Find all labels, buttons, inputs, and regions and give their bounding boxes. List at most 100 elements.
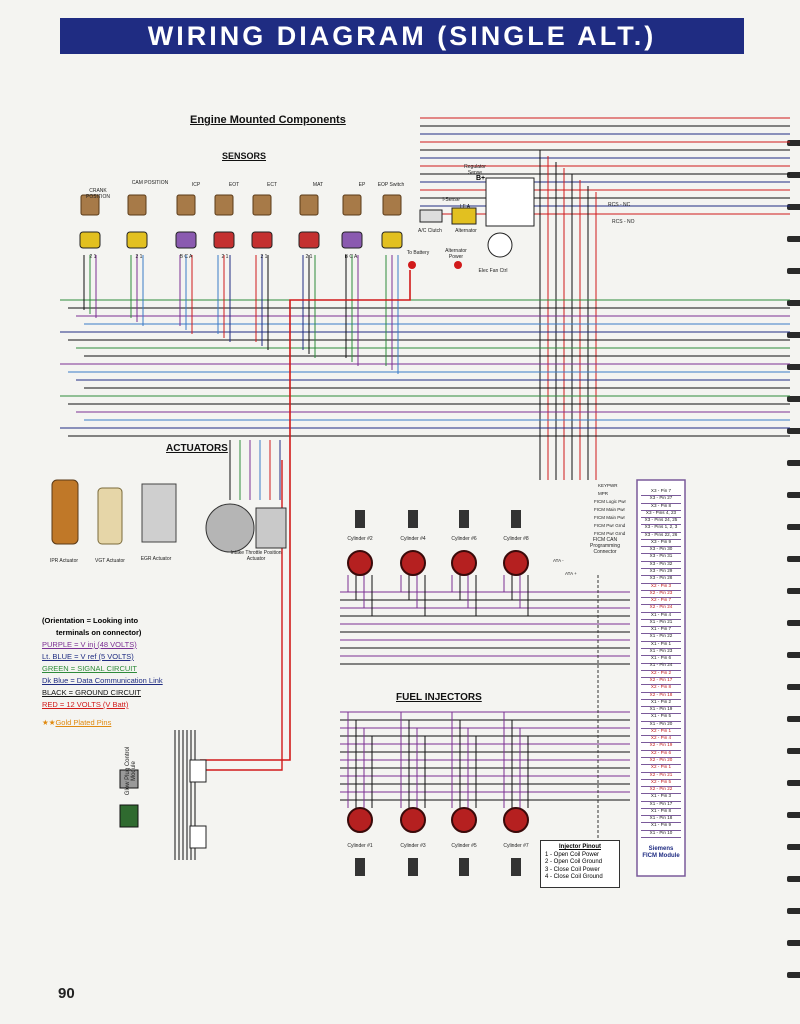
ficm-pin-row: X1 - Pin 22 [641,632,681,642]
sensor-label-crank: CRANK POSITION [86,188,110,200]
glow-plug-connector [189,825,207,849]
glow-plug-module-bracket [119,769,139,789]
ficm-pin-row: X2 - Pin 2 [641,669,681,679]
ficm-pin-row: X3 - Pin 29 [641,567,681,577]
legend-green: GREEN = SIGNAL CIRCUIT [42,664,137,673]
binder-ring [787,524,800,530]
ficm-pin-row: X1 - Pin 9 [641,821,681,831]
ficm-pin-row: X2 - Pin 6 [641,749,681,759]
sensor-body [299,194,319,216]
ficm-pin-row: X1 - Pin 3 [641,792,681,802]
feed-label-pwr-grnd-1: FICM Pwr Grnd [594,523,626,528]
injector-plug [459,510,469,528]
sensor-label-eot: EOT [228,182,240,188]
ficm-pin-row: X3 - Pin 31 [641,552,681,562]
sensor-pins-cam: 2 1 [135,254,143,260]
egr-actuator [141,483,177,543]
sensor-body [382,194,402,216]
sensor-label-ep: EP [358,182,366,188]
ficm-pin-row: X2 - Pin 17 [641,676,681,686]
injector-connector-bottom [347,807,373,833]
binder-ring [787,172,800,178]
binder-ring [787,652,800,658]
ficm-pin-row: X3 - Pins 1, 2, 3 [641,523,681,533]
alternator-power-label: Alternator Power [445,248,467,260]
binder-ring [787,140,800,146]
sensor-body [214,194,234,216]
page-title: WIRING DIAGRAM (SINGLE ALT.) [147,21,657,51]
elec-fan-icon [487,232,513,258]
ficm-can-label: FICM CAN Programming Connector [589,537,620,555]
throttle-actuator [205,503,255,553]
sensor-label-mat: MAT [312,182,324,188]
cylinder-label-7: Cylinder #7 [503,843,529,849]
sensor-label-cam: CAM POSITION [131,180,169,186]
sensor-pins-ect: 2 1 [260,254,268,260]
to-battery-label: To Battery [406,250,430,256]
injector-connector-top [400,550,426,576]
injector-connector-top [347,550,373,576]
ficm-pin-row: X3 - Pin 27 [641,494,681,504]
ata-plus-label: ATA + [565,571,577,576]
sensor-pins-ep: B C A [344,254,358,260]
sensor-pins-crank: 2 1 [89,254,97,260]
injector-connector-bottom [451,807,477,833]
regulator-module [485,177,535,227]
cylinder-label-3: Cylinder #3 [400,843,426,849]
sensor-body [252,194,272,216]
actuators-heading: ACTUATORS [166,443,228,454]
page-number: 90 [58,985,75,1002]
sensor-connector [251,231,273,249]
sensors-heading: SENSORS [222,151,267,161]
ficm-pin-row: X2 - Pin 21 [641,771,681,780]
injector-connector-bottom [400,807,426,833]
ac-clutch-icon [419,209,443,223]
b-plus-label: B+ [476,175,486,182]
injector-pinout-box: Injector Pinout 1 - Open Coil Power 2 - … [540,840,620,888]
binder-ring [787,620,800,626]
ficm-pin-row: X1 - Pin 17 [641,800,681,809]
sensor-connector [126,231,148,249]
injector-connector-bottom [503,807,529,833]
ficm-pin-row: X3 - Pins 22, 26 [641,531,681,540]
binder-ring [787,428,800,434]
throttle-housing [255,507,287,549]
sensor-label-ect: ECT [267,182,277,188]
cylinder-label-6: Cylinder #6 [451,536,477,542]
ficm-pin-row: X1 - Pin 21 [641,618,681,628]
binder-ring [787,268,800,274]
ficm-pin-row: X3 - Pin 32 [641,560,681,569]
binder-ring [787,940,800,946]
ficm-pin-row: X1 - Pin 24 [641,661,681,671]
alternator-connector [451,207,477,225]
ficm-pin-row: X1 - Pin 18 [641,814,681,824]
cylinder-label-4: Cylinder #4 [400,536,426,542]
ficm-pin-row: X1 - Pin 4 [641,611,681,620]
gold-star-icon: ★★ [42,718,56,727]
binder-ring [787,300,800,306]
ficm-pin-row: X2 - Pin 24 [641,603,681,613]
ficm-pin-row: X1 - Pin 23 [641,647,681,657]
ficm-pin-row: X2 - Pin 20 [641,756,681,766]
ac-clutch-label: A/C Clutch [418,228,442,234]
binder-ring [787,780,800,786]
ficm-pin-row: X1 - Pin 6 [641,654,681,664]
ficm-pin-row: X3 - Pins 4, 23 [641,509,681,519]
title-bar [60,18,744,54]
ficm-pin-row: X2 - Pin 5 [641,778,681,788]
battery-terminal-icon [408,261,416,269]
alternator-label: Alternator [455,228,477,234]
ficm-pin-row: X2 - Pin 8 [641,683,681,693]
legend-gold: Gold Plated Pins [55,718,112,727]
ficm-pin-row: X1 - Pin 7 [641,625,681,635]
legend-lt-blue: Lt. BLUE = V ref (5 VOLTS) [42,652,134,661]
cylinder-label-5: Cylinder #5 [451,843,477,849]
rcs-nc-label: RCS - NC [608,202,631,208]
elec-fan-ctrl-label: Elec Fan Ctrl [478,268,508,274]
feed-label-logic-pwr: FICM Logic Pwr [594,499,627,504]
binder-ring [787,684,800,690]
ficm-pin-row: X3 - Pin 8 [641,502,681,511]
actuator-label-ipr: IPR Actuator [49,558,79,564]
sensor-pins-mat: 2 1 [305,254,313,260]
ficm-pin-row: X2 - Pin 7 [641,596,681,606]
